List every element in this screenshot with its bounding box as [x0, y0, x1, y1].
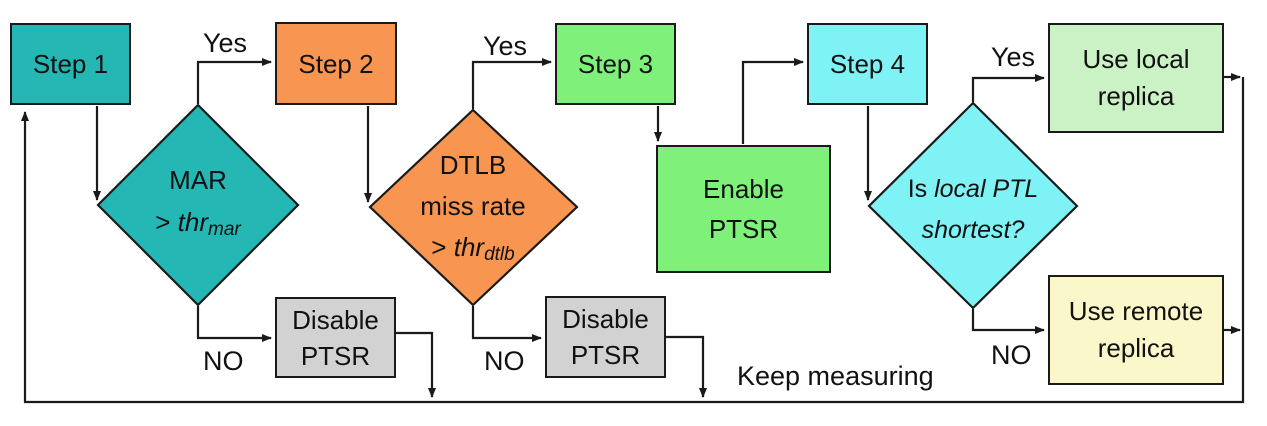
edge-label-yes-3: Yes	[991, 42, 1036, 72]
node-disable-ptsr-2: Disable PTSR	[545, 296, 666, 378]
edge-mar-no-to-disable1	[196, 306, 272, 342]
decision-ptl-diamond	[867, 101, 1079, 310]
node-use-local-line1: Use local	[1082, 44, 1190, 74]
node-step4-label: Step 4	[829, 49, 906, 79]
edge-dtlb-no-to-disable2	[471, 306, 542, 342]
node-enable-ptsr: Enable PTSR	[656, 145, 831, 273]
edge-label-yes-2: Yes	[483, 31, 528, 61]
node-use-local-replica: Use local replica	[1048, 23, 1224, 133]
edge-label-no-3: NO	[991, 340, 1032, 370]
edge-dtlb-yes-to-step3	[471, 58, 552, 109]
edge-label-no-2: NO	[484, 346, 525, 376]
node-step2-label: Step 2	[298, 48, 374, 79]
node-disable-ptsr-2-line1: Disable	[562, 304, 649, 334]
edge-ptl-yes-to-use-local	[971, 74, 1045, 102]
node-step4: Step 4	[807, 23, 928, 105]
node-enable-ptsr-line2: PTSR	[708, 214, 779, 244]
node-step3-label: Step 3	[577, 49, 654, 79]
edge-loop-keep-measuring	[21, 77, 1245, 404]
node-step1: Step 1	[10, 23, 131, 105]
node-use-remote-line2: replica	[1097, 333, 1175, 363]
node-step1-label: Step 1	[32, 49, 109, 79]
decision-mar-diamond	[96, 103, 300, 307]
node-step3: Step 3	[555, 23, 676, 105]
edge-label-no-1: NO	[203, 346, 244, 376]
node-disable-ptsr-1-line2: PTSR	[300, 340, 371, 371]
edge-disable2-to-bottom	[666, 335, 707, 398]
node-disable-ptsr-1: Disable PTSR	[275, 297, 396, 378]
node-enable-ptsr-line1: Enable	[703, 174, 784, 204]
edge-ptl-no-to-use-remote	[971, 309, 1045, 334]
node-disable-ptsr-1-line1: Disable	[292, 304, 379, 335]
edge-disable1-to-bottom	[396, 331, 436, 398]
node-disable-ptsr-2-line2: PTSR	[570, 340, 641, 370]
edge-enable-to-step4	[741, 58, 804, 144]
decision-dtlb-diamond	[368, 108, 579, 307]
node-use-remote-line1: Use remote	[1068, 296, 1204, 326]
node-use-remote-replica: Use remote replica	[1048, 275, 1224, 385]
node-use-local-line2: replica	[1097, 81, 1175, 111]
edge-label-yes-1: Yes	[203, 28, 248, 58]
keep-measuring-label: Keep measuring	[737, 361, 934, 391]
edge-mar-yes-to-step2	[196, 58, 272, 104]
node-step2: Step 2	[275, 22, 397, 105]
